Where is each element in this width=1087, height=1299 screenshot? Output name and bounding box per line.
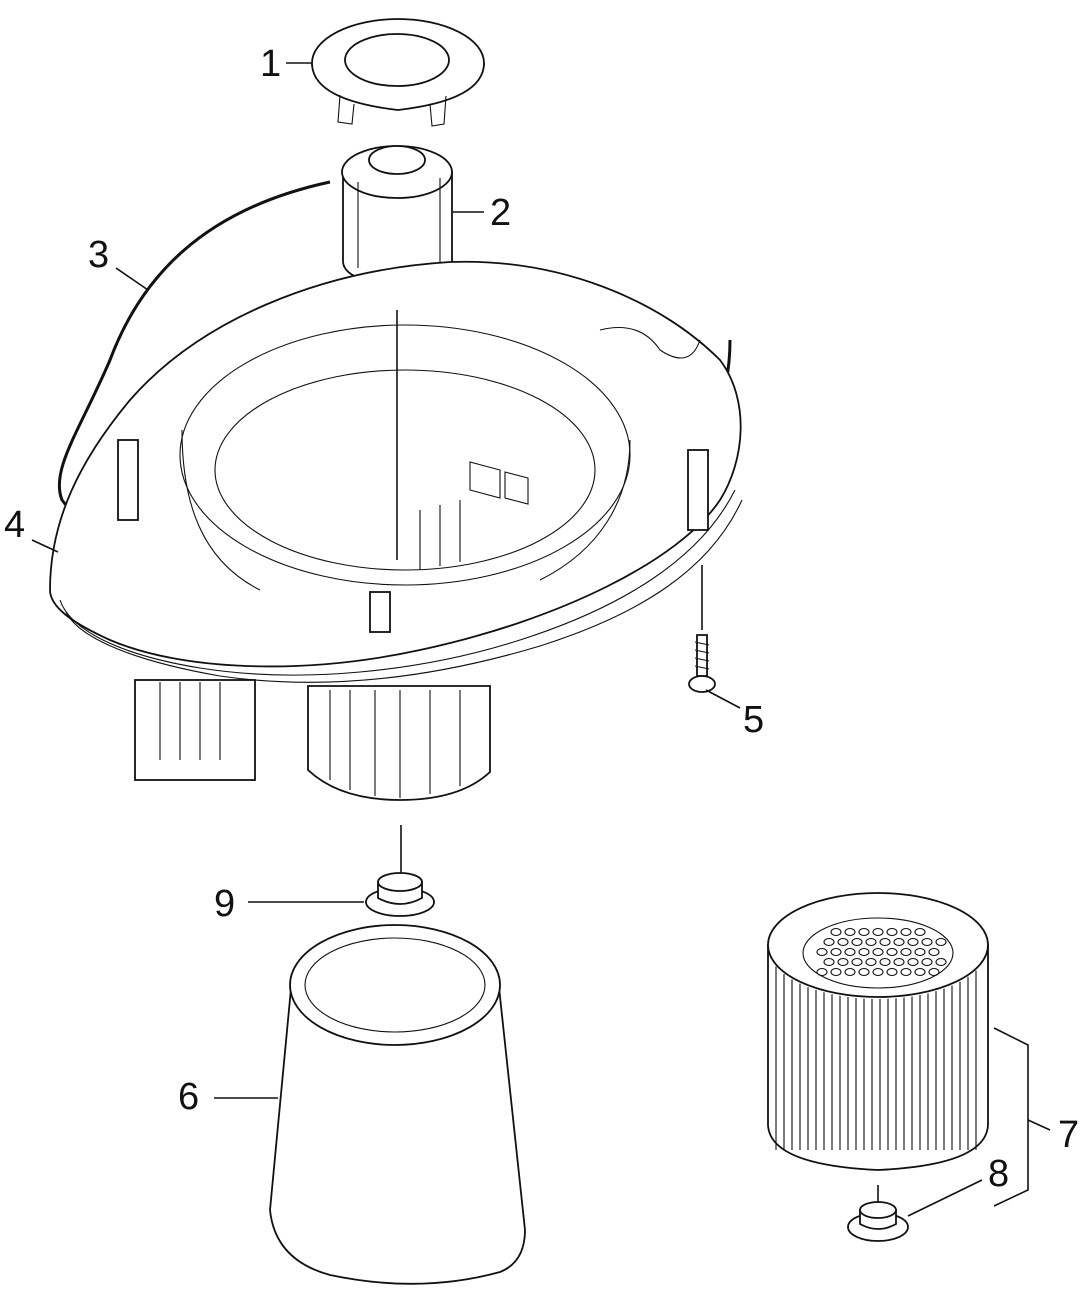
part-9-grommet (365, 825, 435, 917)
callout-1: 1 (260, 43, 281, 85)
perforation-hole (851, 957, 863, 967)
perforation-hole (865, 957, 877, 967)
perforation-hole (830, 967, 842, 977)
callout-8: 8 (988, 1153, 1009, 1195)
perforation-hole (914, 967, 926, 977)
callout-2: 2 (490, 192, 511, 234)
perforation-hole (900, 947, 912, 957)
perforation-hole (935, 957, 947, 967)
part-6-filter-bag (269, 924, 526, 1285)
perforation-hole (900, 967, 912, 977)
perforation-hole (823, 937, 835, 947)
perforation-hole (907, 957, 919, 967)
perforation-hole (935, 937, 947, 947)
perforation-hole (928, 967, 940, 977)
perforation-hole (914, 927, 926, 937)
perforation-hole (921, 957, 933, 967)
perforation-hole (865, 937, 877, 947)
perforation-hole (928, 947, 940, 957)
part-5-screw (688, 565, 716, 693)
part-4-housing (49, 260, 743, 801)
callout-labels: 1 2 3 4 5 6 7 8 9 (4, 43, 1079, 1195)
perforation-hole (900, 927, 912, 937)
perforation-hole (907, 937, 919, 947)
callout-3: 3 (88, 234, 109, 276)
perforation-hole (872, 927, 884, 937)
perforation-hole (886, 967, 898, 977)
perforation-hole (893, 957, 905, 967)
pleat-lines (775, 966, 977, 1150)
part-1-ring-cap (311, 18, 485, 127)
perforation-hole (844, 967, 856, 977)
perforation-hole (879, 957, 891, 967)
perforation-hole (858, 927, 870, 937)
perforation-hole (844, 927, 856, 937)
perforation-hole (886, 947, 898, 957)
perforation-hole (914, 947, 926, 957)
perforation-hole (872, 947, 884, 957)
callout-4: 4 (4, 504, 25, 546)
perforation-hole (858, 947, 870, 957)
perforation-hole (830, 947, 842, 957)
part-8-grommet (847, 1185, 909, 1242)
perforation-hole (851, 937, 863, 947)
perforation-hole (816, 967, 828, 977)
leader-lines (31, 62, 1051, 1217)
perforation-hole (837, 957, 849, 967)
perforation-hole (844, 947, 856, 957)
perforation-hole (830, 927, 842, 937)
perforation-hole (823, 957, 835, 967)
perforation-hole (816, 947, 828, 957)
callout-9: 9 (214, 883, 235, 925)
callout-5: 5 (743, 699, 764, 741)
callout-6: 6 (178, 1076, 199, 1118)
perforation-hole (872, 967, 884, 977)
perforation-hole (921, 937, 933, 947)
perforation-hole (893, 937, 905, 947)
part-7-cartridge-filter (767, 892, 1029, 1207)
perforation-hole (879, 937, 891, 947)
perforation-hole (858, 967, 870, 977)
perforation-pattern (816, 927, 947, 977)
perforation-hole (886, 927, 898, 937)
callout-7: 7 (1058, 1114, 1079, 1156)
perforation-hole (837, 937, 849, 947)
